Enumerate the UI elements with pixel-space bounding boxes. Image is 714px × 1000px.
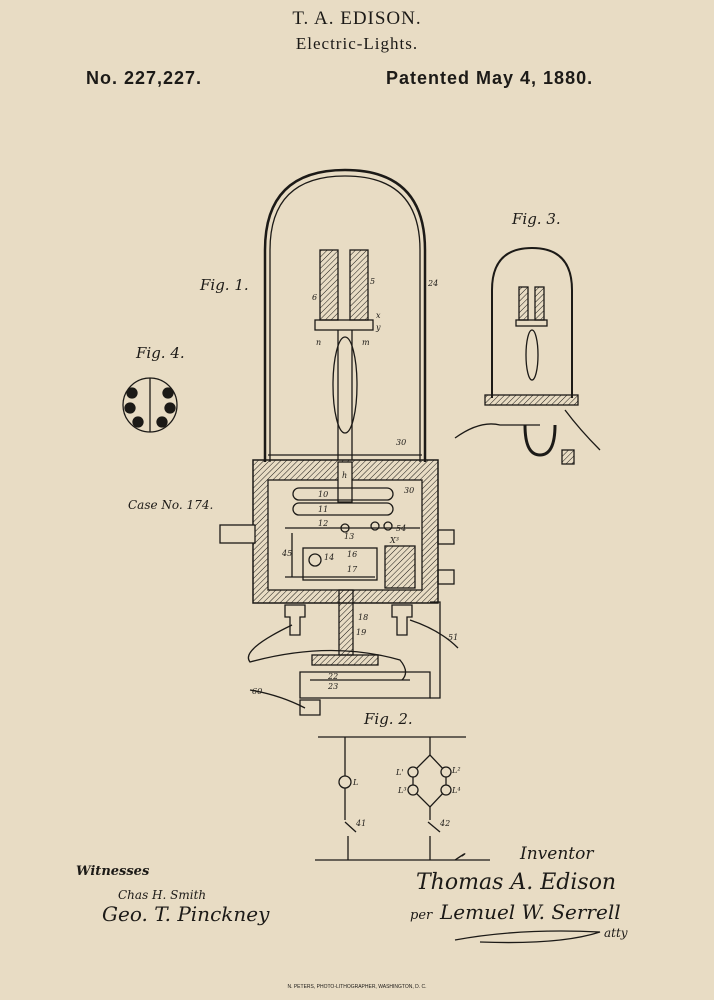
label-x3: X³ [389,536,399,545]
attorney-prefix: per [410,908,433,923]
patent-number: No. 227,227. [86,68,203,88]
printer-credit: N. PETERS, PHOTO-LITHOGRAPHER, WASHINGTO… [287,984,427,990]
label-5: 5 [370,277,375,286]
witness-signature-2: Geo. T. Pinckney [102,902,270,926]
inventor-label: Inventor [520,844,594,864]
label-h: h [342,471,347,480]
signature-flourish [454,930,601,944]
label-30: 30 [396,438,406,447]
fig1-lamp-drawing [219,168,459,716]
case-number: Case No. 174. [128,498,214,512]
label-L1: L' [395,768,404,777]
label-11: 11 [318,505,328,514]
witnesses-label: Witnesses [76,864,150,879]
fig4-label: Fig. 4. [136,344,185,362]
label-16: 16 [347,550,357,559]
label-13: 13 [344,532,354,541]
label-L: L [352,778,358,787]
label-23: 23 [327,682,338,691]
fig4-socket-drawing [122,377,178,433]
label-L2: L² [451,766,461,775]
patent-date: Patented May 4, 1880. [386,68,594,88]
fig2-circuit-drawing [315,736,490,861]
label-42: 42 [439,819,450,828]
label-L3: L³ [397,786,407,795]
label-10: 10 [318,490,328,499]
witness-signature-1: Chas H. Smith [118,888,207,902]
label-24: 24 [427,279,438,288]
label-6: 6 [312,293,317,302]
label-18: 18 [358,613,368,622]
fig3-label: Fig. 3. [512,210,561,228]
label-41: 41 [355,819,366,828]
patent-title: T. A. EDISON. [292,8,422,29]
inventor-signature: Thomas A. Edison [416,870,617,895]
attorney-signature: Lemuel W. Serrell [440,900,621,924]
label-14: 14 [324,553,334,562]
label-19: 19 [356,628,366,637]
label-54: 54 [396,524,406,533]
label-51: 51 [448,633,458,642]
patent-subtitle: Electric-Lights. [295,34,419,53]
label-17: 17 [347,565,358,574]
label-60: 60 [252,687,262,696]
label-22: 22 [327,672,338,681]
fig3-lamp-drawing [454,246,601,465]
label-L4: L⁴ [451,786,461,795]
label-n: n [316,338,321,347]
label-30b: 30 [404,486,414,495]
attorney-suffix: atty [604,926,628,940]
fig2-label: Fig. 2. [364,710,413,728]
label-x: x [376,311,381,320]
label-m: m [362,338,370,347]
label-12: 12 [318,519,328,528]
fig1-label: Fig. 1. [200,276,249,294]
label-y: y [375,323,381,332]
label-45: 45 [281,549,292,558]
